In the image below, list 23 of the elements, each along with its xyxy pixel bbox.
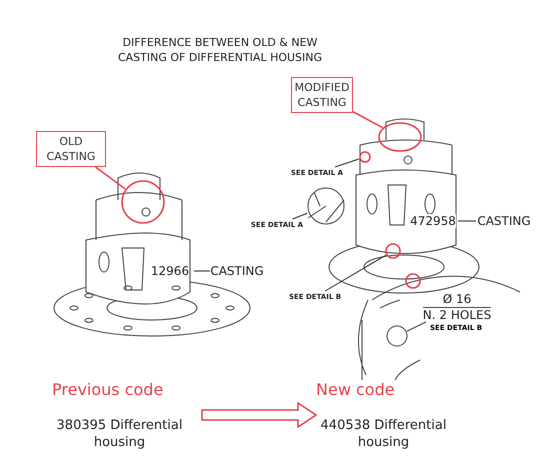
callout-text: MODIFIED CASTING [294, 80, 350, 110]
part-label: CASTING [210, 264, 264, 278]
leader-line [95, 166, 126, 190]
part-description: 380395 Differential housing [56, 416, 184, 450]
block-arrow [201, 402, 318, 428]
leader-line [352, 111, 384, 128]
callout-box [36, 131, 106, 167]
leader-line [458, 220, 476, 222]
part-number: 472958 [410, 214, 456, 228]
leader-line [406, 321, 426, 332]
diagram-title: DIFFERENCE BETWEEN OLD & NEW CASTING OF DIFFERENTIAL HOUSING [116, 35, 324, 65]
holes-note: N. 2 HOLES [422, 306, 492, 322]
part-number: 12966 [150, 264, 190, 278]
part-description: 440538 Differential housing [320, 416, 448, 450]
leader-line [194, 270, 210, 272]
code-heading: New code [316, 380, 395, 398]
leader-line [292, 212, 308, 220]
code-heading: Previous code [52, 380, 164, 398]
callout-text: OLD CASTING [46, 134, 96, 164]
diameter-dimension: Ø 16 [442, 292, 472, 306]
leader-line [324, 254, 387, 292]
part-label: CASTING [477, 214, 531, 228]
leader-line [334, 158, 360, 168]
